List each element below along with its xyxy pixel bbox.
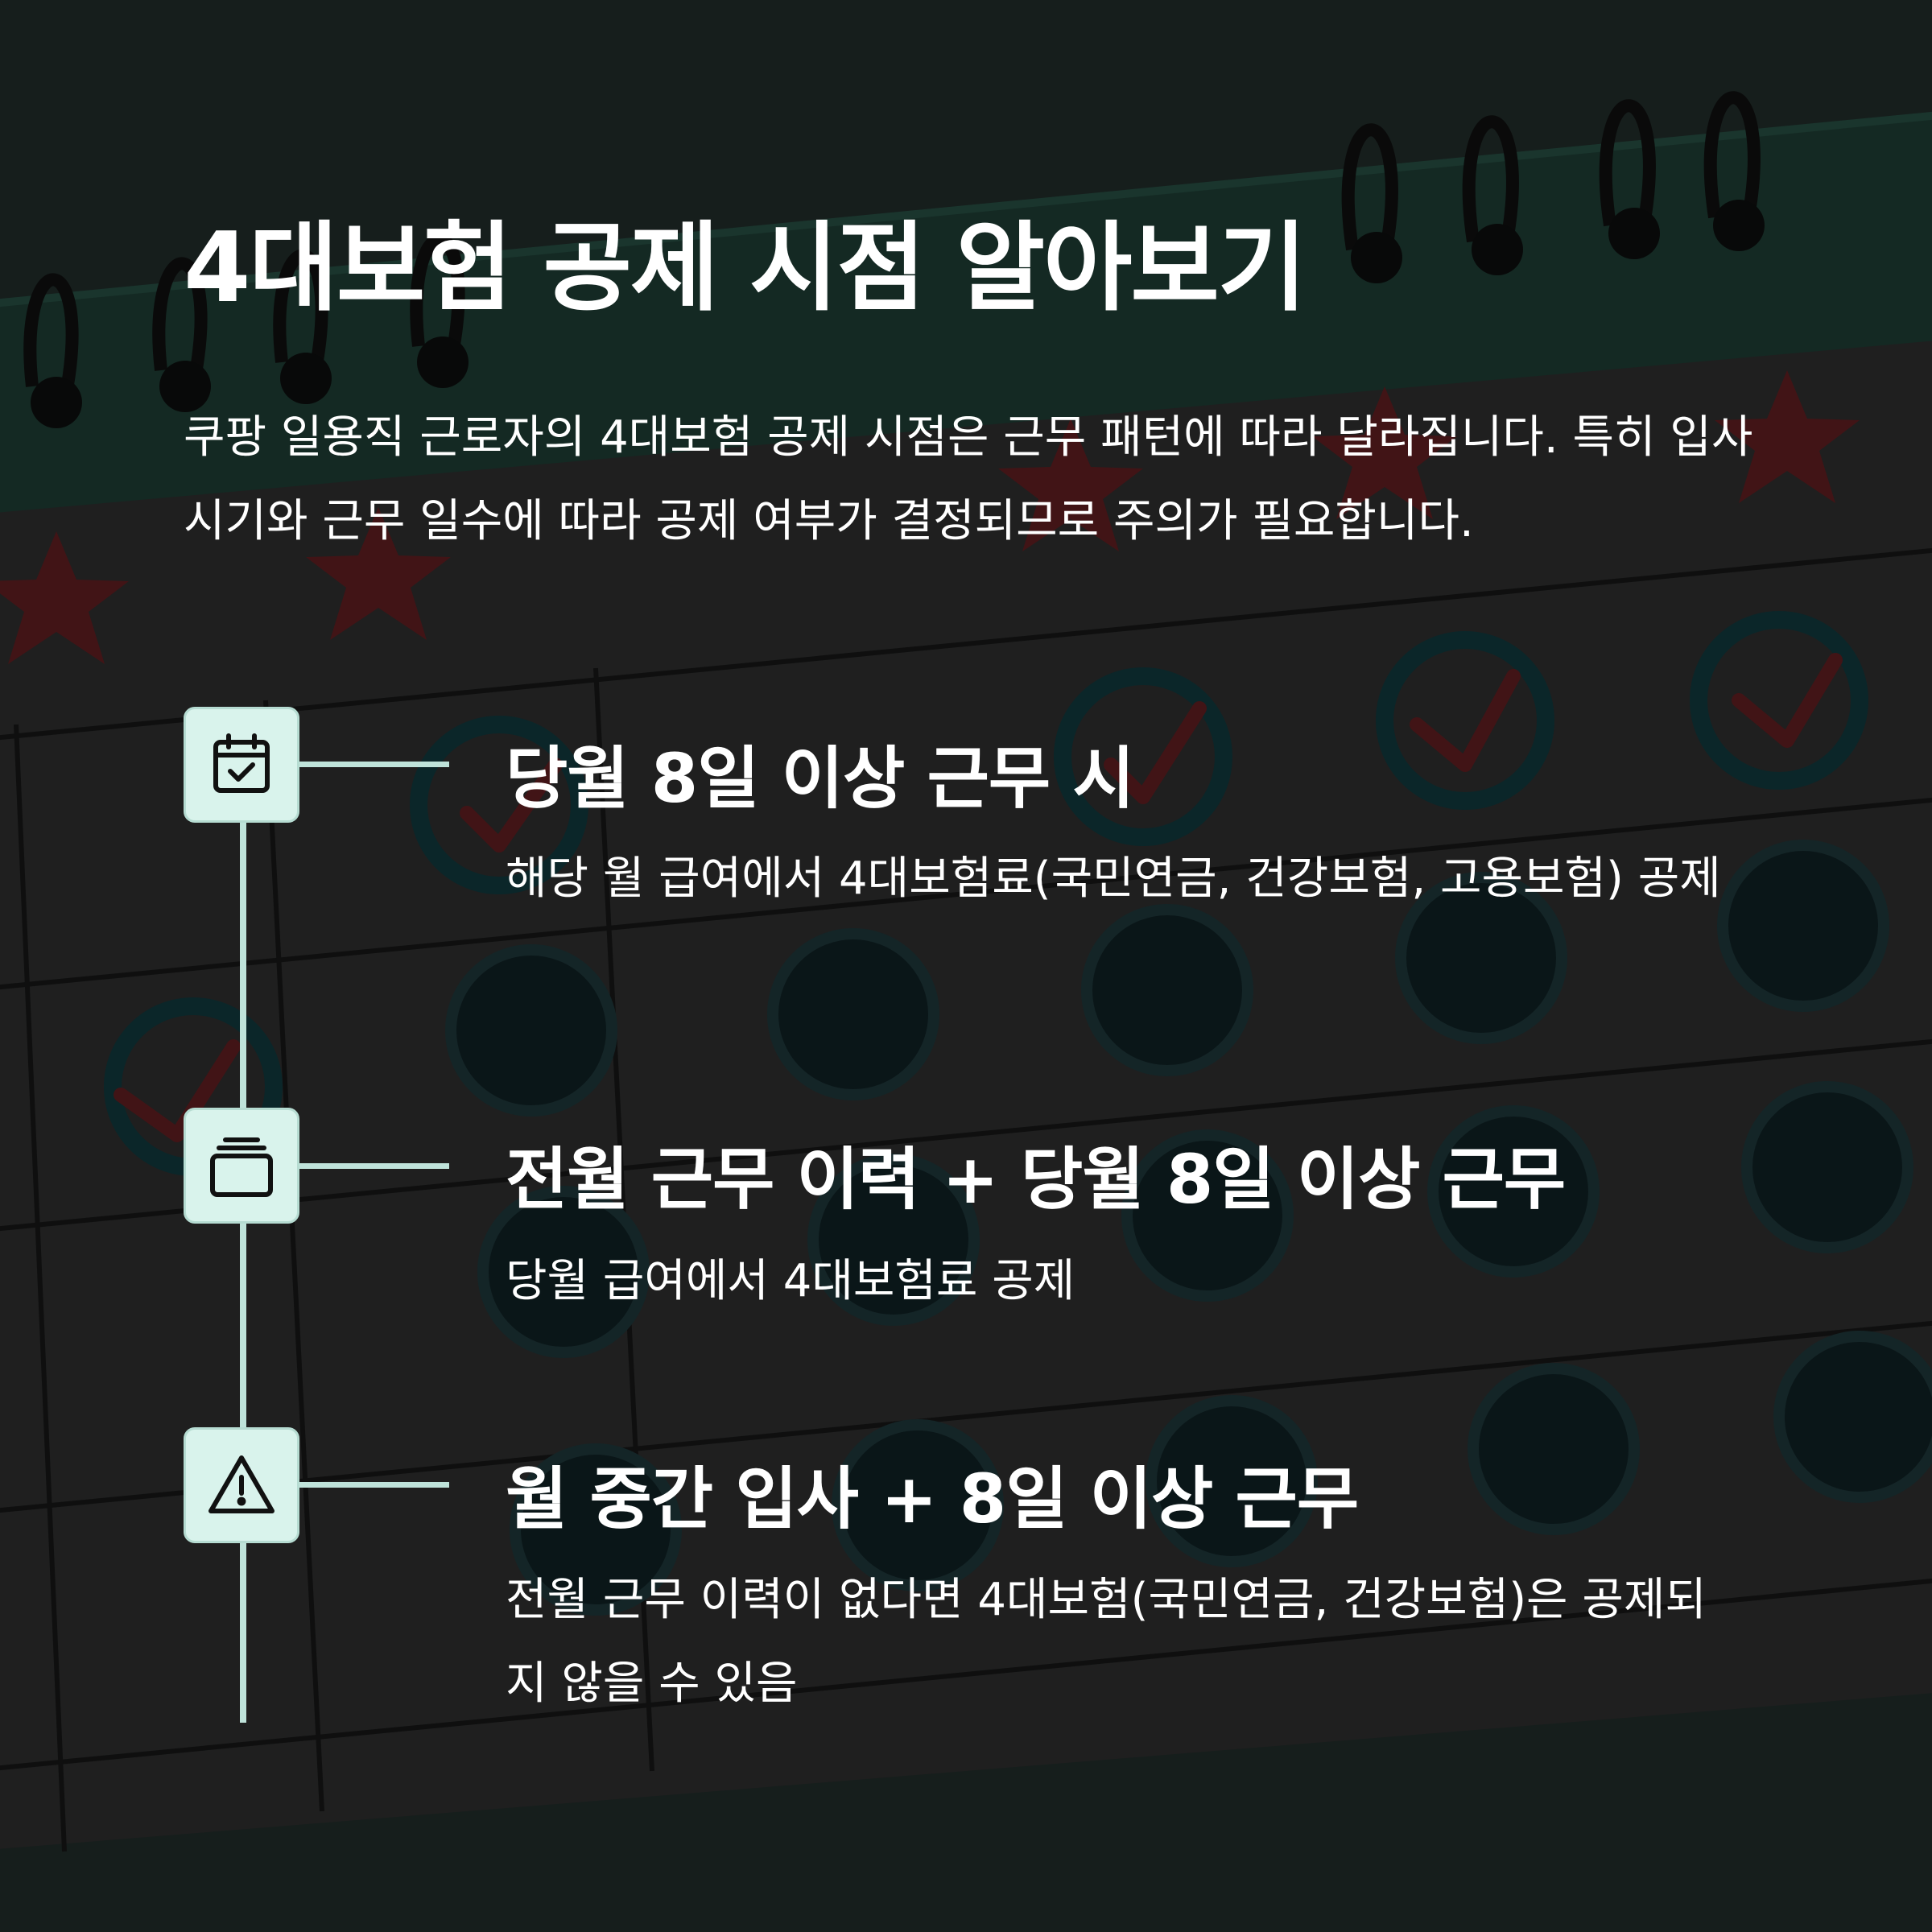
calendar-check-icon — [213, 733, 270, 793]
timeline-icon-box-2 — [184, 1108, 299, 1224]
connector-line-2 — [299, 1163, 449, 1169]
page-title: 4대보험 공제 시점 알아보기 — [184, 213, 1307, 324]
item-description-2: 당월 급여에서 4대보험료 공제 — [506, 1255, 1075, 1307]
item-title-3: 월 중간 입사 + 8일 이상 근무 — [506, 1459, 1359, 1538]
item-title-2: 전월 근무 이력 + 당월 8일 이상 근무 — [506, 1140, 1566, 1219]
timeline-icon-box-1 — [184, 707, 299, 823]
timeline-icon-box-3 — [184, 1427, 299, 1543]
timeline-line — [240, 805, 246, 1723]
connector-line-3 — [299, 1482, 449, 1488]
item-title-1: 당월 8일 이상 근무 시 — [506, 739, 1135, 818]
item-description-1: 해당 월 급여에서 4대보험료(국민연금, 건강보험, 고용보험) 공제 — [506, 852, 1721, 905]
warning-triangle-icon — [208, 1455, 275, 1513]
item-description-3: 전월 근무 이력이 없다면 4대보험(국민연금, 건강보험)은 공제되지 않을 … — [506, 1574, 1707, 1710]
connector-line-1 — [299, 762, 449, 767]
stacked-cards-icon — [210, 1137, 273, 1197]
intro-text: 쿠팡 일용직 근로자의 4대보험 공제 시점은 근무 패턴에 따라 달라집니다.… — [184, 411, 1753, 547]
